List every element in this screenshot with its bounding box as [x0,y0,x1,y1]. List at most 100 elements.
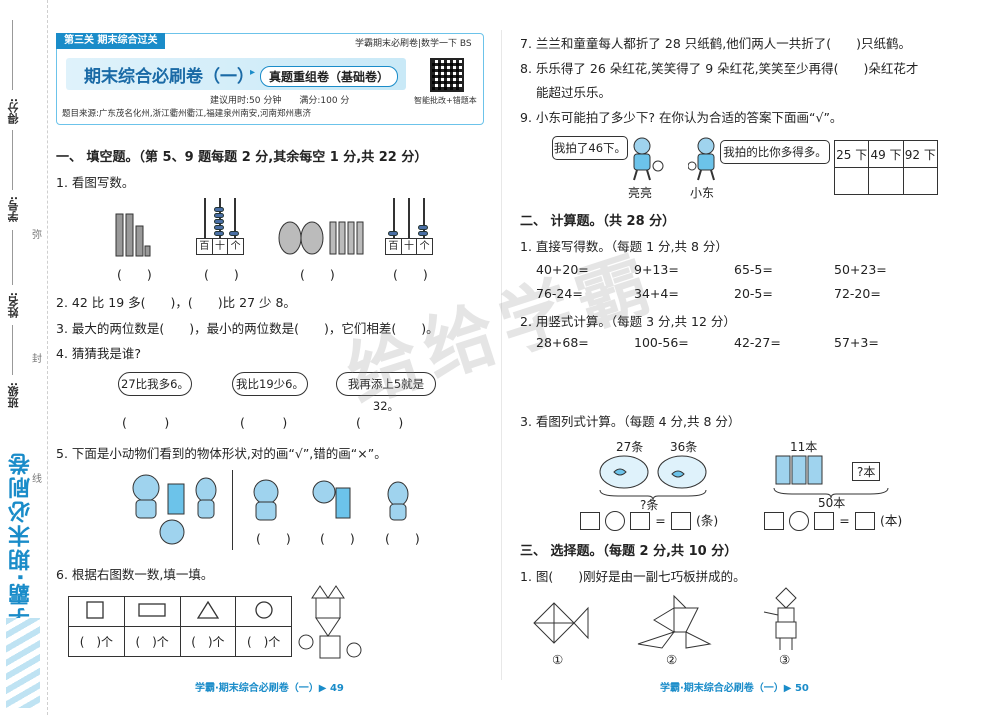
calc-8[interactable]: 72-20= [834,286,881,301]
option-49: 49 下 [868,140,904,168]
abacus-1: 百十个 [196,198,244,258]
boy-liangliang-icon [633,137,664,181]
stage-tag: 第三关 期末综合过关 [56,33,166,49]
option-1-label[interactable]: ① [552,652,564,667]
answer-cell-49[interactable] [868,167,904,195]
answer-cell-25[interactable] [833,167,870,195]
question-source: 题目来源:广东茂名化州,浙江衢州衢江,福建泉州南安,河南郑州惠济 [62,109,311,119]
q5-text: 5. 下面是小动物们看到的物体形状,对的画“√”,错的画“×”。 [56,446,387,461]
calc-7[interactable]: 20-5= [734,286,773,301]
section-3-title: 三、 选择题。（每题 2 分,共 10 分） [520,544,738,559]
class-label: 班级: [7,382,20,409]
q6-blank-3[interactable]: ( )个 [179,626,237,657]
name-label: 姓名: [7,292,20,319]
class-line [12,325,13,375]
calc-4[interactable]: 50+23= [834,262,887,277]
fish-label-27: 27条 [616,440,644,454]
q5-divider [232,470,233,550]
fish-tanks-icon [599,455,707,489]
total-brace-icon-1 [599,489,707,500]
seal-char-1: 弥 [32,230,42,241]
c3-text: 3. 看图列式计算。（每题 4 分,共 8 分） [520,414,741,429]
vertical-calc-2[interactable]: 100-56= [634,335,689,350]
q4-blank-2[interactable]: ( ) [240,415,288,430]
answer-cell-92[interactable] [902,167,939,195]
seal-char-2: 封 [32,354,42,365]
qr-label: 智能批改+错题本 [414,96,477,105]
books-unknown-box: ?本 [852,462,881,481]
c2-text: 2. 用竖式计算。（每题 3 分,共 12 分） [520,314,736,329]
equation-fish[interactable]: = (条) [580,510,718,531]
calc-6[interactable]: 34+4= [634,286,679,301]
q9-bubble-2: 我拍的比你多得多。 [720,140,830,164]
qr-code-icon[interactable] [430,58,464,92]
fish-total-label: ?条 [640,498,659,512]
triangle-icon [179,596,237,627]
sticks-bundles-icon [278,221,364,255]
page-divider [501,30,502,680]
q9-options-table: 25 下 49 下 92 下 [833,140,939,195]
calc-2[interactable]: 9+13= [634,262,679,277]
calc-1[interactable]: 40+20= [536,262,589,277]
arrow-icon: ▸ [250,67,256,78]
name-xiaodong: 小东 [690,186,715,200]
binding-margin: 得分: 学号: 姓名: 班级: 弥 封 线 学霸·期末必刷卷 [0,0,48,715]
q4-text: 4. 猜猜我是谁? [56,346,142,361]
vertical-calc-3[interactable]: 42-27= [734,335,781,350]
q1-blank-3[interactable]: ( ) [300,267,335,282]
q8-text-line2: 能超过乐乐。 [536,85,612,100]
vertical-calc-4[interactable]: 57+3= [834,335,879,350]
shapes-cat-figure [298,585,362,659]
riddle-bubble-3: 我再添上5就是32。 [336,372,436,413]
q9-bubble-1: 我拍了46下。 [552,136,628,160]
q6-blank-4[interactable]: ( )个 [235,626,292,657]
tangram-bird-icon [637,594,712,649]
q4-blank-3[interactable]: ( ) [356,415,404,430]
q7-text: 7. 兰兰和童童每人都折了 28 只纸鹤,他们两人一共折了( )只纸鹤。 [520,36,911,51]
square-icon [68,596,125,627]
section-1-title: 一、 填空题。（第 5、9 题每题 2 分,其余每空 1 分,共 22 分） [56,150,428,165]
decorative-stripes [6,618,40,708]
q3-text: 3. 最大的两位数是( )，最小的两位数是( )，它们相差( )。 [56,321,439,336]
vertical-calc-1[interactable]: 28+68= [536,335,589,350]
tangram-robot-icon [763,587,797,650]
total-brace-icon-2 [773,487,889,498]
q6-blank-1[interactable]: ( )个 [68,626,125,657]
option-25: 25 下 [833,140,870,168]
option-2-label[interactable]: ② [666,652,678,667]
calc-3[interactable]: 65-5= [734,262,773,277]
riddle-bubble-2: 我比19少6。 [232,372,308,396]
animals-scene-icon [132,474,217,545]
books-label-11: 11本 [790,440,818,454]
q1-text: 1. 看图写数。 [56,175,135,190]
q1-blank-2[interactable]: ( ) [204,267,239,282]
boy-xiaodong-icon [688,137,715,181]
q6-blank-2[interactable]: ( )个 [123,626,181,657]
q5-blank-3[interactable]: ( ) [385,531,420,546]
q4-blank-1[interactable]: ( ) [122,415,170,430]
q1-blank-1[interactable]: ( ) [117,267,152,282]
subtitle-badge: 真题重组卷（基础卷） [260,66,399,87]
c1-text: 1. 直接写得数。（每题 1 分,共 8 分） [520,239,728,254]
q5-blank-2[interactable]: ( ) [320,531,355,546]
footer-left: 学霸·期末综合必刷卷（一）▶ 49 [195,683,344,694]
x1-text: 1. 图( )刚好是由一副七巧板拼成的。 [520,569,746,584]
score-line [12,20,13,90]
cubes-icon [115,213,151,257]
books-total-label: 50本 [818,496,846,510]
section-2-title: 二、 计算题。（共 28 分） [520,214,676,229]
header-box [56,33,484,125]
views-icon [253,479,409,521]
option-3-label[interactable]: ③ [779,652,791,667]
q5-blank-1[interactable]: ( ) [256,531,291,546]
fish-label-36: 36条 [670,440,698,454]
student-id-label: 学号: [7,196,20,223]
q6-text: 6. 根据右图数一数,填一填。 [56,567,214,582]
q9-text: 9. 小东可能拍了多少下? 在你认为合适的答案下面画“√”。 [520,110,843,125]
equation-books[interactable]: = (本) [764,510,902,531]
abacus-2: 百十个 [385,198,433,258]
q1-blank-4[interactable]: ( ) [393,267,428,282]
calc-5[interactable]: 76-24= [536,286,583,301]
seal-char-3: 线 [32,474,42,485]
